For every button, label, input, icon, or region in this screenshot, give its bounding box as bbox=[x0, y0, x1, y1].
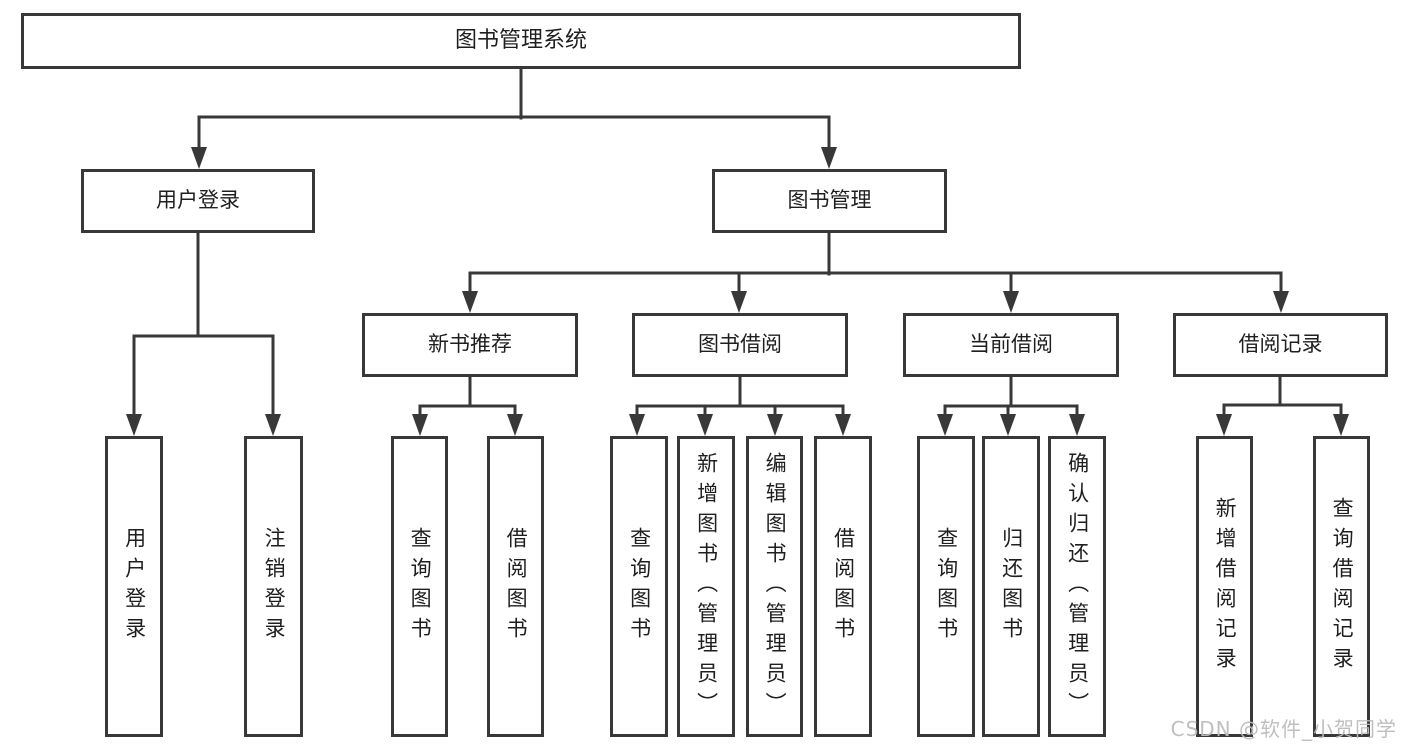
node-book-management: 图书管理 bbox=[712, 169, 947, 233]
leaf-add-book-admin-label: 新增图书（管理员） bbox=[694, 451, 719, 722]
node-book-management-label: 图书管理 bbox=[787, 188, 872, 213]
leaf-borrow-book-recommend-label: 借阅图书 bbox=[504, 526, 529, 647]
node-borrowing-records-label: 借阅记录 bbox=[1238, 332, 1323, 357]
leaf-add-book-admin: 新增图书（管理员） bbox=[677, 436, 735, 737]
leaf-confirm-return-admin-label: 确认归还（管理员） bbox=[1065, 451, 1090, 722]
leaf-query-book-recommend: 查询图书 bbox=[391, 436, 448, 737]
leaf-logout: 注销登录 bbox=[244, 436, 303, 737]
leaf-user-login-label: 用户登录 bbox=[122, 526, 147, 647]
node-user-login-label: 用户登录 bbox=[156, 188, 240, 213]
leaf-confirm-return-admin: 确认归还（管理员） bbox=[1048, 436, 1106, 737]
leaf-logout-label: 注销登录 bbox=[262, 526, 287, 647]
node-user-login: 用户登录 bbox=[81, 169, 315, 233]
node-new-book-recommend: 新书推荐 bbox=[362, 313, 578, 377]
node-current-borrowing-label: 当前借阅 bbox=[969, 332, 1053, 357]
node-library-system: 图书管理系统 bbox=[21, 13, 1021, 69]
leaf-query-book-borrowing: 查询图书 bbox=[610, 436, 668, 737]
node-new-book-recommend-label: 新书推荐 bbox=[428, 332, 512, 357]
leaf-edit-book-admin: 编辑图书（管理员） bbox=[746, 436, 803, 737]
leaf-return-book: 归还图书 bbox=[982, 436, 1040, 737]
leaf-query-book-borrowing-label: 查询图书 bbox=[627, 526, 652, 647]
node-book-borrowing: 图书借阅 bbox=[632, 313, 848, 377]
leaf-query-book-current: 查询图书 bbox=[917, 436, 975, 737]
leaf-borrow-book-borrowing-label: 借阅图书 bbox=[831, 526, 856, 647]
leaf-query-book-current-label: 查询图书 bbox=[934, 526, 959, 647]
leaf-user-login: 用户登录 bbox=[105, 436, 163, 737]
leaf-add-borrow-record: 新增借阅记录 bbox=[1196, 436, 1253, 737]
leaf-borrow-book-borrowing: 借阅图书 bbox=[814, 436, 872, 737]
node-current-borrowing: 当前借阅 bbox=[903, 313, 1119, 377]
leaf-return-book-label: 归还图书 bbox=[999, 526, 1024, 647]
leaf-edit-book-admin-label: 编辑图书（管理员） bbox=[763, 451, 788, 722]
leaf-borrow-book-recommend: 借阅图书 bbox=[487, 436, 544, 737]
leaf-add-borrow-record-label: 新增借阅记录 bbox=[1213, 496, 1238, 677]
node-book-borrowing-label: 图书借阅 bbox=[698, 332, 782, 357]
node-library-system-label: 图书管理系统 bbox=[454, 27, 587, 53]
leaf-query-borrow-record-label: 查询借阅记录 bbox=[1330, 496, 1355, 677]
leaf-query-book-recommend-label: 查询图书 bbox=[408, 526, 433, 647]
csdn-watermark: CSDN @软件_小贺同学 bbox=[1170, 717, 1397, 741]
leaf-query-borrow-record: 查询借阅记录 bbox=[1313, 436, 1370, 737]
node-borrowing-records: 借阅记录 bbox=[1173, 313, 1388, 377]
